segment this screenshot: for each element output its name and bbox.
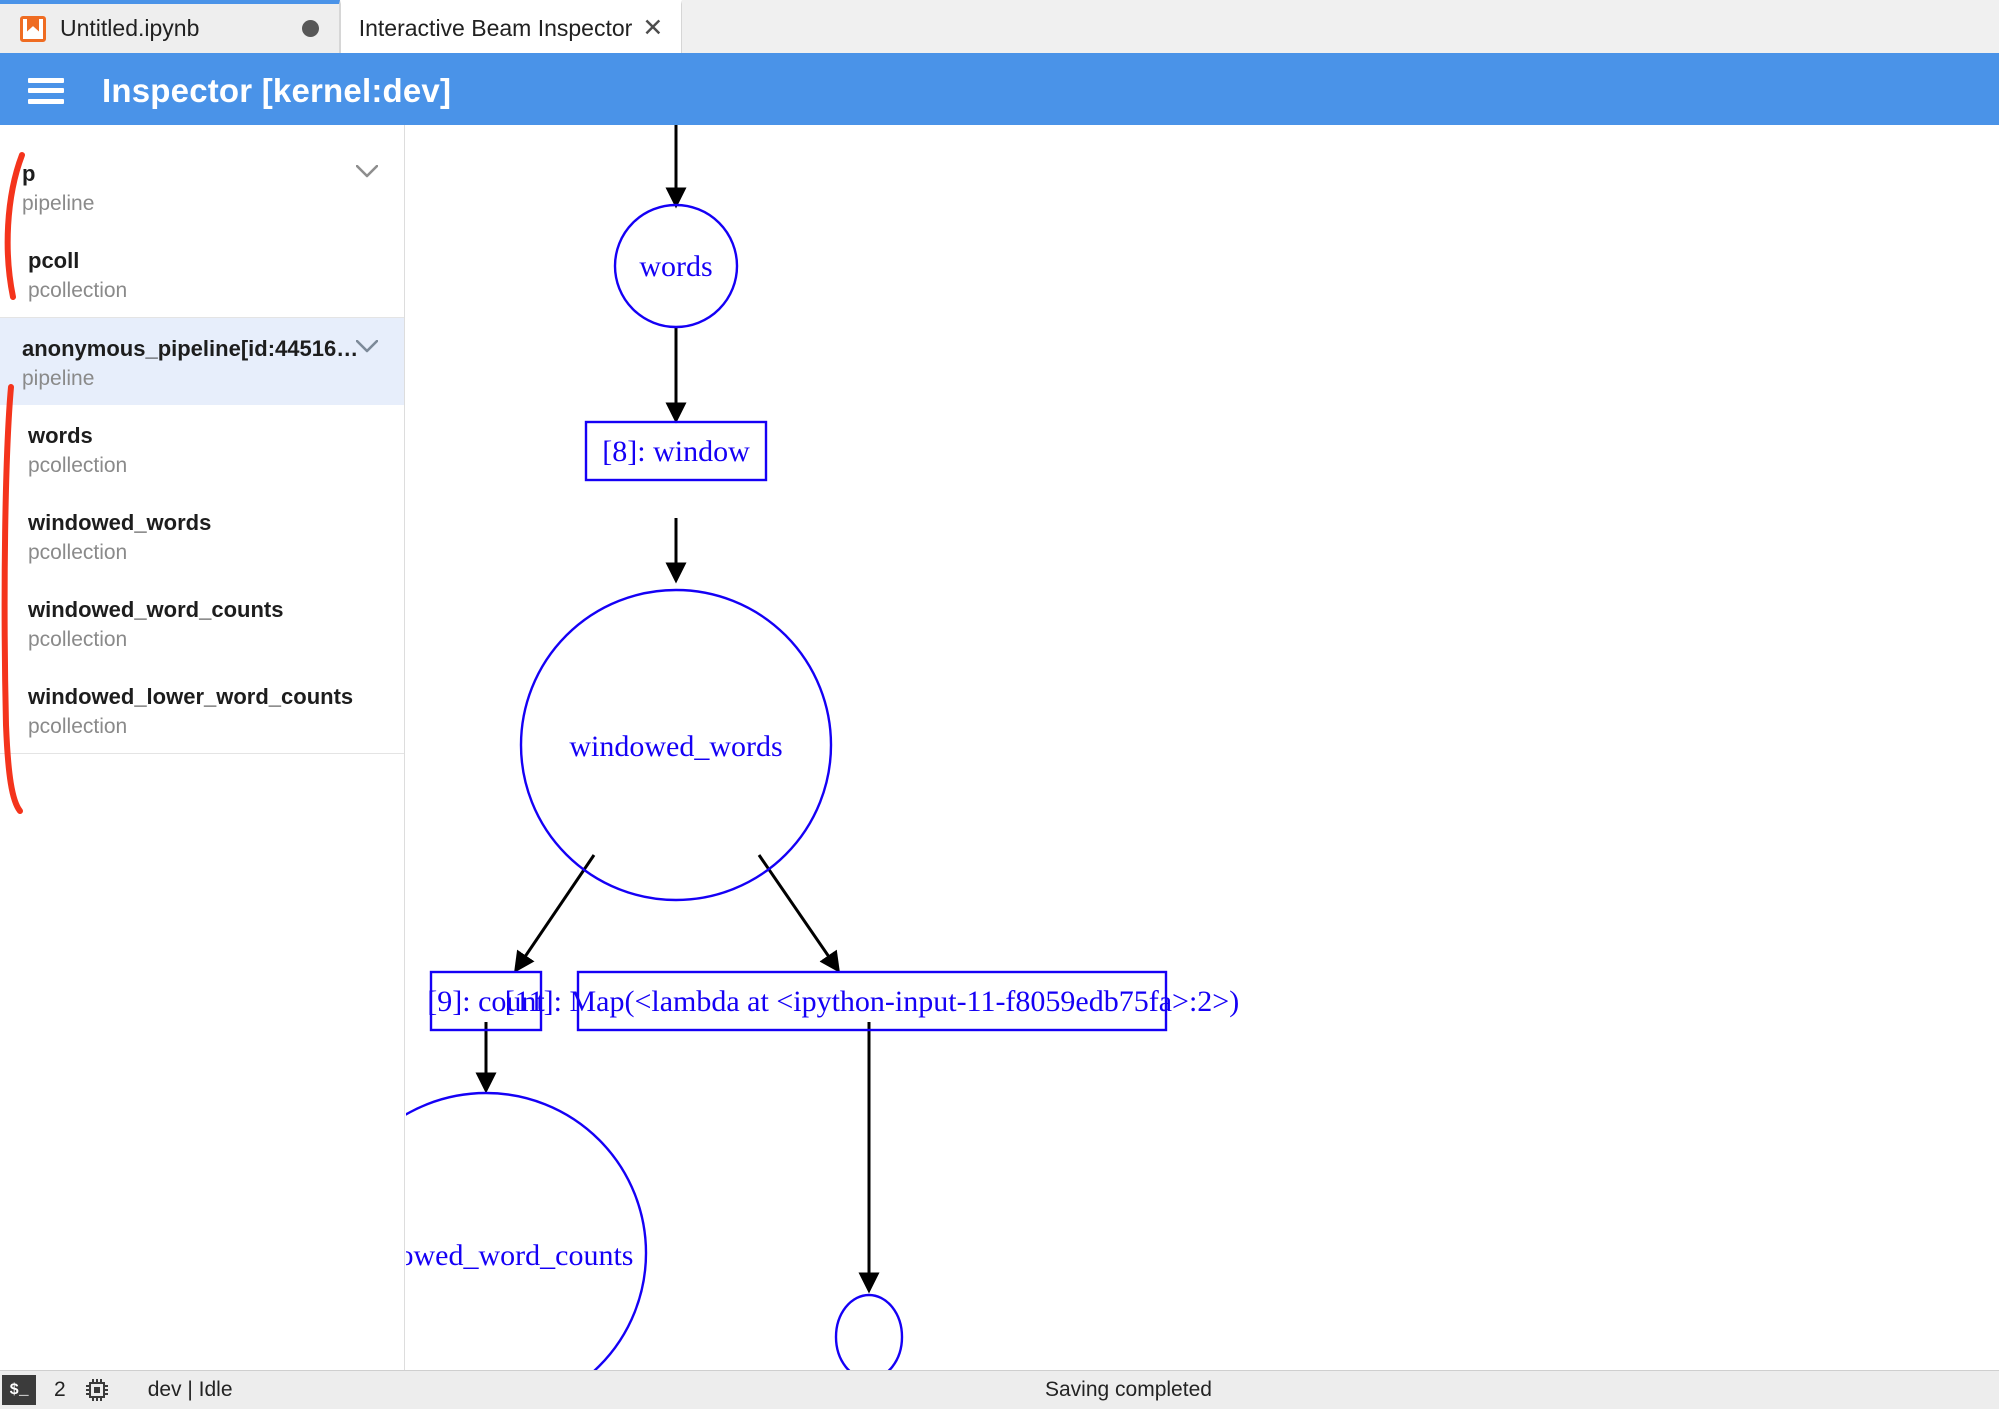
graph-node-windowed-word-counts[interactable]: windowed_word_counts [406, 1091, 648, 1370]
node-shape-box [576, 970, 1168, 1032]
sidebar-item-subtitle: pipeline [22, 367, 95, 390]
graph-node-window[interactable]: [8]: window [584, 420, 768, 482]
chip-icon [84, 1377, 110, 1403]
node-shape-box [429, 970, 543, 1032]
sidebar-group-p: p pipeline pcoll pcollection [0, 125, 404, 318]
node-label: windowed_words [569, 730, 782, 763]
node-shape-ellipse [406, 1091, 648, 1370]
sidebar-group-anonymous-pipeline: anonymous_pipeline[id:44516… pipeline wo… [0, 318, 404, 754]
graph-node-words[interactable]: words [613, 203, 739, 329]
node-label: [11]: Map(<lambda at <ipython-input-11-f… [505, 985, 1239, 1018]
tab-untitled-ipynb[interactable]: Untitled.ipynb [0, 0, 340, 53]
node-label: windowed_word_counts [406, 1239, 633, 1272]
sidebar-item-subtitle: pcollection [28, 279, 128, 302]
sidebar-item-title: p [22, 161, 36, 186]
kernel-status[interactable]: dev | Idle [147, 1378, 233, 1401]
node-label: words [639, 250, 712, 283]
chevron-down-icon[interactable] [356, 165, 378, 178]
sidebar-item-title: words [28, 423, 93, 448]
unsaved-dot-icon[interactable] [302, 20, 319, 37]
sidebar-item-pcoll[interactable]: pcoll pcollection [0, 230, 404, 317]
sidebar-item-anonymous-pipeline[interactable]: anonymous_pipeline[id:44516… pipeline [0, 318, 404, 405]
status-bar: $_ 2 [0, 1370, 1999, 1409]
save-status: Saving completed [1045, 1378, 1212, 1401]
node-label: [8]: window [602, 435, 750, 468]
node-shape-ellipse [613, 203, 739, 329]
sidebar-item-subtitle: pcollection [28, 454, 128, 477]
inspector-sidebar[interactable]: p pipeline pcoll pcollection anonymous_p… [0, 125, 405, 1370]
sidebar-item-words[interactable]: words pcollection [0, 405, 404, 492]
hamburger-icon[interactable] [28, 77, 64, 104]
graph-node-map[interactable]: [11]: Map(<lambda at <ipython-input-11-f… [505, 970, 1239, 1032]
sidebar-item-windowed-lower-word-counts[interactable]: windowed_lower_word_counts pcollection [0, 666, 404, 753]
sidebar-item-windowed-words[interactable]: windowed_words pcollection [0, 492, 404, 579]
node-shape-ellipse [519, 588, 833, 902]
tab-interactive-beam-inspector[interactable]: Interactive Beam Inspector ✕ [340, 0, 682, 53]
node-shape-ellipse [834, 1293, 904, 1370]
sidebar-item-title: windowed_lower_word_counts [28, 684, 354, 709]
sidebar-item-subtitle: pcollection [28, 628, 128, 651]
sidebar-item-subtitle: pcollection [28, 541, 128, 564]
chevron-down-icon[interactable] [356, 340, 378, 353]
inspector-header: Inspector [kernel:dev] [0, 56, 1999, 125]
pipeline-graph[interactable]: words [8]: window windowed_words [9]: co… [406, 125, 1999, 1370]
tab-bar: Untitled.ipynb Interactive Beam Inspecto… [0, 0, 1999, 56]
pipeline-graph-svg: words [8]: window windowed_words [9]: co… [406, 125, 1239, 1370]
graph-node-lower[interactable] [834, 1293, 904, 1370]
edge-windowed-words-count [514, 854, 596, 973]
terminal-icon[interactable]: $_ [2, 1375, 36, 1405]
sidebar-item-windowed-word-counts[interactable]: windowed_word_counts pcollection [0, 579, 404, 666]
sidebar-item-title: anonymous_pipeline[id:44516… [22, 336, 359, 361]
close-icon[interactable]: ✕ [642, 14, 664, 42]
node-shape-box [584, 420, 768, 482]
graph-edges [475, 125, 880, 1294]
page-title: Inspector [kernel:dev] [102, 71, 452, 109]
node-label: [9]: count [427, 985, 545, 1018]
sidebar-item-title: windowed_word_counts [28, 597, 284, 622]
graph-node-windowed-words[interactable]: windowed_words [519, 588, 833, 902]
sidebar-item-p[interactable]: p pipeline [0, 143, 404, 230]
terminal-count: 2 [54, 1378, 66, 1401]
inspector-body: p pipeline pcoll pcollection anonymous_p… [0, 125, 1999, 1370]
sidebar-item-subtitle: pipeline [22, 192, 95, 215]
tab-label: Untitled.ipynb [60, 15, 200, 41]
edge-windowed-words-map [757, 854, 840, 973]
sidebar-item-title: pcoll [28, 248, 80, 273]
sidebar-item-title: windowed_words [28, 510, 212, 535]
sidebar-item-subtitle: pcollection [28, 715, 128, 738]
tab-label: Interactive Beam Inspector [358, 15, 633, 41]
notebook-icon [20, 15, 46, 42]
graph-node-count[interactable]: [9]: count [427, 970, 545, 1032]
